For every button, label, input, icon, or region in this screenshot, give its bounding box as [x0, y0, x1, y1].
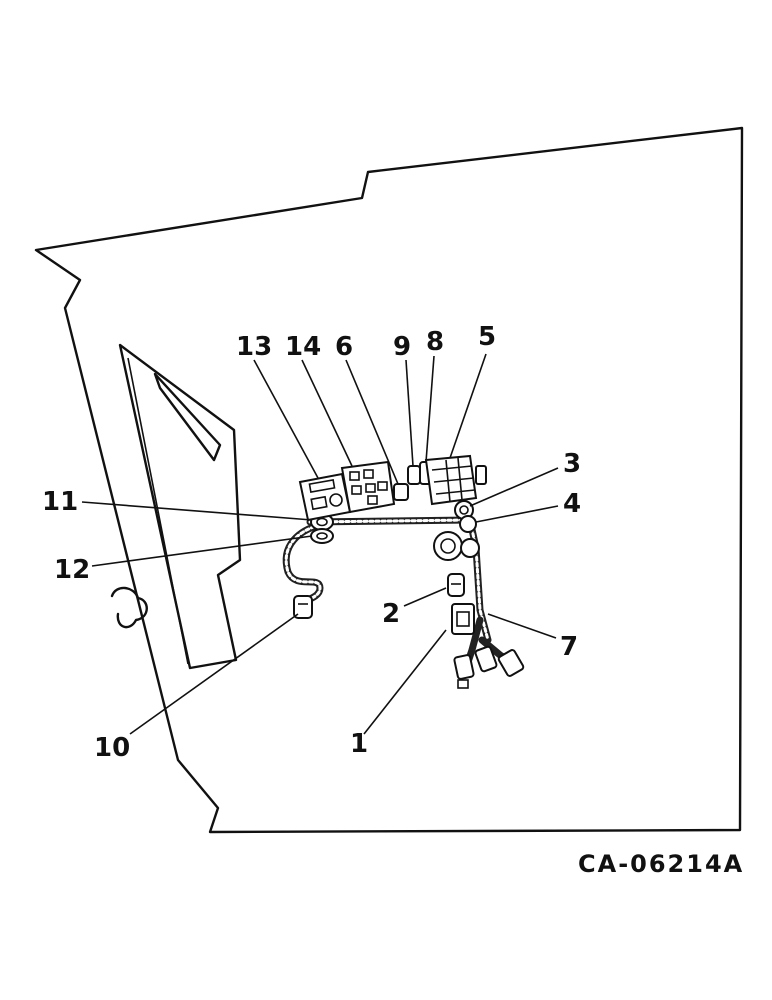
drawing-id: CA-06214A	[578, 850, 744, 878]
callout-7: 7	[560, 632, 578, 662]
connector-fuse-aux	[475, 465, 487, 485]
callout-4: 4	[563, 489, 581, 519]
connector-plug-left	[293, 595, 313, 619]
callout-6: 6	[335, 332, 353, 362]
instrument-cluster	[298, 472, 352, 522]
callout-2: 2	[382, 599, 400, 629]
callout-3: 3	[563, 449, 581, 479]
fuse-block	[424, 454, 478, 506]
connector-cluster-bottom	[453, 645, 525, 689]
relay-4	[459, 515, 477, 533]
leader-lines	[81, 353, 559, 735]
connector-6	[393, 483, 409, 501]
callout-8: 8	[426, 327, 444, 357]
callout-10: 10	[94, 733, 130, 763]
door-frame-inner-edge	[127, 357, 189, 665]
callout-9: 9	[393, 332, 411, 362]
switch-1	[451, 603, 475, 635]
callout-13: 13	[236, 332, 272, 362]
window-strip	[153, 372, 222, 462]
connector-9	[407, 465, 421, 485]
callout-14: 14	[285, 332, 321, 362]
flasher-unit	[433, 531, 480, 561]
relay-3	[454, 500, 474, 520]
panel-outline	[34, 126, 744, 834]
connector-2	[447, 573, 465, 597]
callout-1: 1	[350, 729, 368, 759]
callout-11: 11	[42, 487, 78, 517]
callout-5: 5	[478, 322, 496, 352]
door-frame	[118, 343, 242, 670]
door-latch	[110, 586, 148, 629]
switch-panel	[340, 460, 396, 514]
callout-12: 12	[54, 555, 90, 585]
grommet-12	[310, 528, 334, 544]
